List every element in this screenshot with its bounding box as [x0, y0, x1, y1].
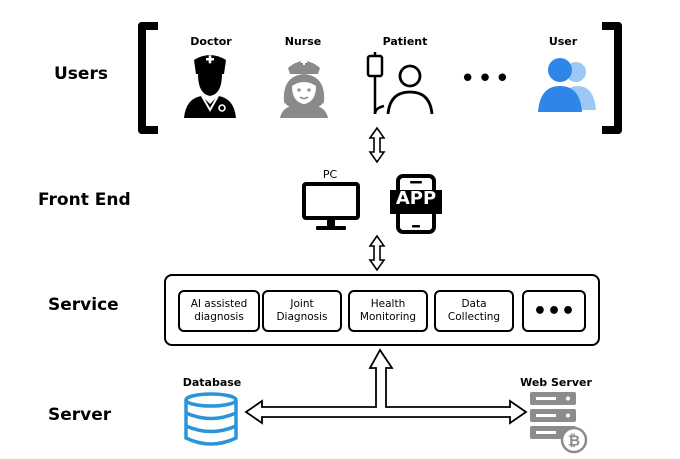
app-label: APP — [395, 188, 437, 209]
frontend-service-arrow — [368, 234, 386, 272]
doctor-icon — [184, 55, 236, 118]
database-icon — [184, 392, 238, 446]
service-ai-assisted-diagnosis: AI assisted diagnosis — [178, 290, 260, 332]
pc-label: PC — [322, 168, 338, 181]
svg-text:₿: ₿ — [568, 432, 580, 450]
patient-label: Patient — [382, 35, 428, 48]
layer-label-service: Service — [48, 295, 119, 315]
more-users-dots: ••• — [460, 64, 513, 94]
app-phone-icon — [390, 174, 442, 234]
service-health-monitoring: Health Monitoring — [348, 290, 428, 332]
web-server-label: Web Server — [520, 376, 592, 389]
patient-icon — [366, 52, 434, 115]
bitcoin-icon: ₿ — [560, 426, 588, 454]
layer-label-front-end: Front End — [38, 190, 131, 210]
database-label: Database — [182, 376, 242, 389]
service-joint-diagnosis: Joint Diagnosis — [262, 290, 342, 332]
nurse-icon — [280, 59, 328, 118]
doctor-label: Doctor — [190, 35, 232, 48]
users-right-bracket — [602, 22, 622, 134]
user-label: User — [548, 35, 578, 48]
pc-monitor-icon — [302, 182, 360, 230]
users-left-bracket — [138, 22, 158, 134]
service-more: ••• — [522, 290, 586, 332]
users-frontend-arrow — [368, 126, 386, 164]
service-panel: AI assisted diagnosis Joint Diagnosis He… — [164, 274, 600, 346]
server-service-arrow — [244, 348, 528, 425]
layer-label-users: Users — [54, 64, 108, 84]
layer-label-server: Server — [48, 405, 112, 425]
web-server-icon — [530, 392, 576, 439]
service-data-collecting: Data Collecting — [434, 290, 514, 332]
user-group-icon — [538, 58, 596, 112]
nurse-label: Nurse — [284, 35, 322, 48]
